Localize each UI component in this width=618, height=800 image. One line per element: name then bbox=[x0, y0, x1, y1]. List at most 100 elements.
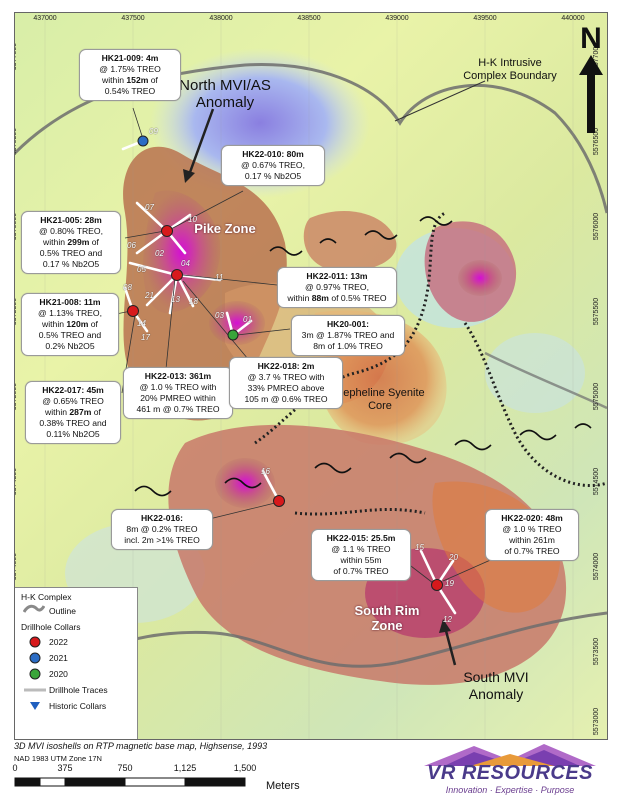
legend-2021: 2021 bbox=[49, 653, 68, 663]
callout-line: 8m of 1.0% TREO bbox=[313, 341, 383, 351]
callout-line: @ 1.75% TREO bbox=[99, 64, 161, 74]
hole-number-03: 03 bbox=[215, 311, 224, 320]
legend-outline: Outline bbox=[49, 606, 76, 616]
northing-tick-label: 5575000 bbox=[14, 382, 19, 411]
northing-tick-label: 5574000 bbox=[14, 552, 19, 581]
callout-line: 0.5% TREO and bbox=[38, 330, 102, 340]
collar-2022-pad-north[interactable] bbox=[161, 225, 173, 237]
callout-hk22-016[interactable]: HK22-016: 8m @ 0.2% TREO incl. 2m >1% TR… bbox=[111, 509, 213, 550]
logo-tagline: Innovation · Expertise · Purpose bbox=[445, 785, 575, 795]
callout-text: within bbox=[102, 75, 127, 85]
callout-hk22-015[interactable]: HK22-015: 25.5m @ 1.1 % TREO within 55m … bbox=[311, 529, 411, 581]
south-rim-text: South Rim Zone bbox=[354, 603, 420, 633]
callout-line: @ 1.1 % TREO bbox=[331, 544, 391, 554]
hole-number-06: 06 bbox=[127, 241, 136, 250]
callout-hk20-001[interactable]: HK20-001: 3m @ 1.87% TREO and 8m of 1.0%… bbox=[291, 315, 405, 356]
isoshell-northeast-core bbox=[458, 260, 502, 296]
hole-number-16: 16 bbox=[261, 467, 270, 476]
callout-line: @ 0.65% TREO bbox=[42, 396, 104, 406]
contact-dotted-south bbox=[294, 507, 426, 516]
collar-2021-hk21-009[interactable] bbox=[137, 135, 149, 147]
hole-number-09: 09 bbox=[149, 127, 158, 136]
northing-tick-label: 5575500 bbox=[593, 297, 601, 326]
callout-hk22-017[interactable]: HK22-017: 45m @ 0.65% TREO within 287m o… bbox=[25, 381, 121, 444]
callout-hk22-010[interactable]: HK22-010: 80m @ 0.67% TREO, 0.17 % Nb2O5 bbox=[221, 145, 325, 186]
hole-number-08: 08 bbox=[123, 283, 132, 292]
easting-tick-label: 437500 bbox=[121, 15, 145, 22]
outline-swatch-icon bbox=[23, 604, 45, 613]
callout-header: HK22-016: bbox=[140, 513, 184, 523]
hole-number-17: 17 bbox=[141, 333, 150, 342]
callout-line: 3m @ 1.87% TREO and bbox=[301, 330, 395, 340]
intrusive-leader bbox=[394, 80, 486, 122]
callout-line: within 152m of bbox=[84, 75, 176, 86]
map-legend: H-K Complex Outline Drillhole Collars 20… bbox=[15, 587, 138, 739]
north-anomaly-arrow bbox=[187, 108, 215, 176]
callout-hk21-008[interactable]: HK21-008: 11m @ 1.13% TREO, within 120m … bbox=[21, 293, 119, 356]
callout-line: @ 0.67% TREO, bbox=[241, 160, 305, 170]
callout-line: 8m @ 0.2% TREO bbox=[126, 524, 198, 534]
pike-zone-text: Pike Zone bbox=[194, 221, 256, 236]
callout-hk22-013[interactable]: HK22-013: 361m @ 1.0 % TREO with 20% PMR… bbox=[123, 367, 233, 419]
nepheline-text: Nepheline Syenite Core bbox=[335, 387, 425, 412]
hole-number-02: 02 bbox=[155, 249, 164, 258]
south-anomaly-arrow bbox=[443, 626, 457, 666]
callout-line: @ 1.0 % TREO bbox=[502, 524, 562, 534]
callout-line: @ 1.13% TREO, bbox=[38, 308, 102, 318]
legend-2022: 2022 bbox=[49, 637, 68, 647]
hole-number-01: 01 bbox=[243, 315, 252, 324]
callout-bold: 287m bbox=[69, 407, 92, 417]
easting-tick-label: 438000 bbox=[209, 15, 233, 22]
easting-tick-label: 439000 bbox=[385, 15, 409, 22]
callout-line: 105 m @ 0.6% TREO bbox=[244, 394, 328, 404]
collar-2022-hk22-016[interactable] bbox=[273, 495, 285, 507]
callout-line: 33% PMREO above bbox=[247, 383, 325, 393]
northing-tick-label: 5574500 bbox=[593, 467, 601, 496]
legend-collars-title: Drillhole Collars bbox=[21, 622, 81, 632]
callout-text: within bbox=[43, 237, 68, 247]
isoshell-east bbox=[303, 210, 397, 272]
hole-number-19: 19 bbox=[445, 579, 454, 588]
north-anomaly-arrowhead bbox=[183, 169, 195, 183]
collar-2022-pad-west[interactable] bbox=[127, 305, 139, 317]
callout-bold: 152m bbox=[126, 75, 149, 85]
callout-line: 0.17 % Nb2O5 bbox=[42, 259, 100, 269]
callout-text: of bbox=[91, 407, 101, 417]
hole-number-14: 14 bbox=[137, 319, 146, 328]
callout-line: 0.38% TREO and bbox=[39, 418, 107, 428]
callout-hk22-011[interactable]: HK22-011: 13m @ 0.97% TREO, within 88m o… bbox=[277, 267, 397, 308]
callout-text: within bbox=[45, 407, 70, 417]
callout-hk21-009[interactable]: HK21-009: 4m @ 1.75% TREO within 152m of… bbox=[79, 49, 181, 101]
scale-label: 1,500 bbox=[233, 763, 257, 773]
callout-header: HK22-020: 48m bbox=[501, 513, 563, 523]
callout-line: within 299m of bbox=[26, 237, 116, 248]
northing-tick-label: 5577000 bbox=[14, 42, 19, 71]
northing-tick-label: 5576000 bbox=[14, 212, 19, 241]
hk-complex-outline-east bbox=[484, 351, 607, 410]
hole-number-10: 10 bbox=[188, 215, 197, 224]
callout-bold: 120m bbox=[66, 319, 89, 329]
contact-dotted-east bbox=[463, 322, 607, 488]
collar-2022-pad-pike[interactable] bbox=[171, 269, 183, 281]
callout-line: 461 m @ 0.7% TREO bbox=[136, 404, 220, 414]
collar-2022-south-rim[interactable] bbox=[431, 579, 443, 591]
callout-header: HK22-018: 2m bbox=[257, 361, 315, 371]
callout-text: of 0.5% TREO bbox=[328, 293, 387, 303]
north-arrow-icon bbox=[579, 55, 603, 133]
collar-2020-hk20-001[interactable] bbox=[227, 329, 239, 341]
callout-hk21-005[interactable]: HK21-005: 28m @ 0.80% TREO, within 299m … bbox=[21, 211, 121, 274]
south-anomaly-arrowhead bbox=[439, 619, 451, 633]
callout-header: HK20-001: bbox=[326, 319, 370, 329]
callout-text: of bbox=[89, 237, 99, 247]
south-anomaly-text: South MVI Anomaly bbox=[463, 669, 529, 702]
northing-tick-label: 5575000 bbox=[593, 382, 601, 411]
northing-tick-label: 5573000 bbox=[593, 707, 601, 736]
pike-zone-label: Pike Zone bbox=[185, 221, 265, 236]
collar-2022-icon bbox=[29, 636, 41, 648]
callout-header: HK22-017: 45m bbox=[42, 385, 104, 395]
callout-hk22-020[interactable]: HK22-020: 48m @ 1.0 % TREO within 261m o… bbox=[485, 509, 579, 561]
callout-hk22-018[interactable]: HK22-018: 2m @ 3.7 % TREO with 33% PMREO… bbox=[229, 357, 343, 409]
callout-line: within 287m of bbox=[30, 407, 116, 418]
north-letter: N bbox=[580, 22, 602, 55]
